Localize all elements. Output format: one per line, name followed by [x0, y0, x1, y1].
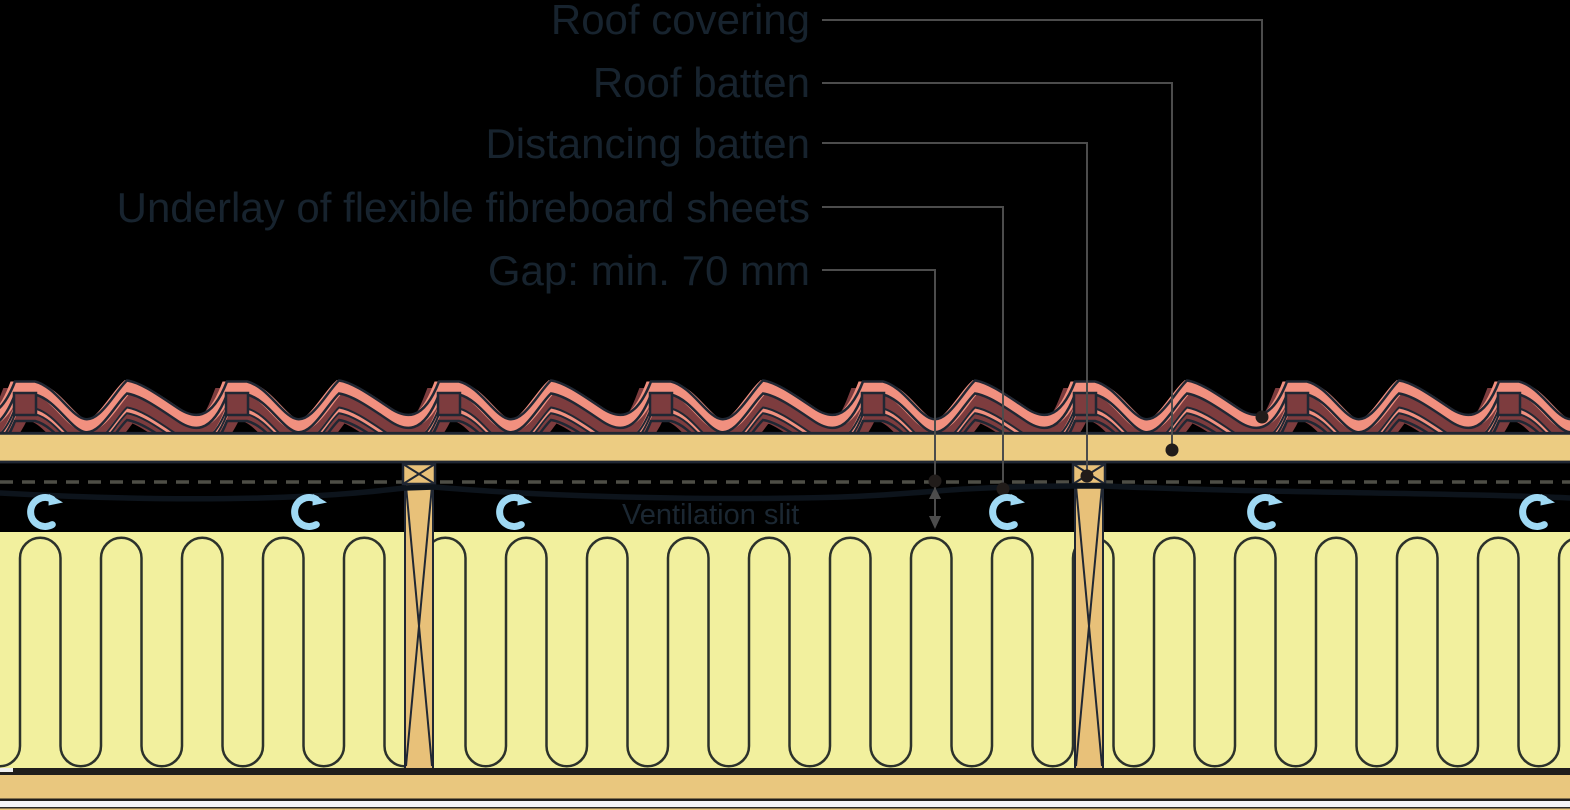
swirl-arc [496, 494, 525, 530]
distancing-battens [401, 462, 1107, 771]
tile-interlock-tab [436, 391, 462, 417]
tile-top-surface [0, 380, 1570, 433]
stud-cross-mark [405, 485, 433, 767]
tile-interlock-tab [1072, 391, 1098, 417]
swirl-arc [1519, 494, 1548, 530]
ventilation-swirl-icon [989, 494, 1025, 530]
tile-interlock-tab [860, 391, 886, 417]
ventilation-swirl-icon [291, 494, 327, 530]
insulation-serpentine [0, 536, 1570, 768]
roof-batten-board [0, 431, 1570, 464]
bottom-board-wood [0, 775, 1570, 799]
ventilation-slit-label: Ventilation slit [622, 499, 800, 531]
swirl-arrowhead [1540, 494, 1555, 506]
swirl-arrowhead [517, 494, 532, 506]
callout-label-roof-covering: Roof covering [550, 0, 810, 43]
lining-hairline [0, 807, 1570, 809]
tile-interlock-tab [648, 391, 674, 417]
ventilation-swirl-icon [27, 494, 63, 530]
underlay-sheet [0, 483, 1570, 502]
leader-distancing-batten-dot [1080, 469, 1094, 483]
tile-interlock-tab [12, 391, 38, 417]
gap-arrow-down [929, 516, 941, 529]
swirl-arrowhead [1010, 494, 1025, 506]
leader-gap-dot [928, 474, 942, 488]
swirl-arc [1247, 494, 1276, 530]
roof-batten-wood [0, 432, 1570, 463]
tile-outline [0, 379, 1570, 421]
batten-cross-mark [402, 463, 436, 485]
leader-roof-covering [822, 19, 1263, 417]
swirl-arc [291, 494, 320, 530]
leader-distancing-batten [822, 142, 1088, 476]
stud-cross-mark [1075, 485, 1103, 767]
lining-board-sliver [0, 808, 1570, 810]
swirl-arrowhead [1268, 494, 1283, 506]
insulation-bottom-line [0, 768, 1570, 775]
ventilation-swirl-icon [1519, 494, 1555, 530]
leader-underlay [822, 206, 1004, 489]
swirl-arrowhead [312, 494, 327, 506]
tile-interlock-tab [1496, 391, 1522, 417]
leader-gap [822, 269, 936, 517]
tile-interlock-tab [224, 391, 250, 417]
callout-label-gap: Gap: min. 70 mm [487, 247, 810, 294]
tile-interlock-tab [1284, 391, 1310, 417]
bottom-boards [0, 768, 1570, 810]
bottom-board-edge [0, 798, 1570, 801]
ventilation-swirls [27, 494, 1555, 530]
leader-underlay-dot [996, 482, 1010, 496]
leader-roof-covering-dot [1255, 410, 1269, 424]
insulation-body [0, 532, 1570, 768]
insulation-layer [0, 532, 1570, 768]
callout-label-distancing-batten: Distancing batten [485, 120, 810, 167]
leader-roof-batten-dot [1165, 443, 1179, 457]
swirl-arrowhead [48, 494, 63, 506]
callout-leader-lines [822, 19, 1269, 529]
swirl-arc [989, 494, 1018, 530]
underlay-sheet-line [0, 483, 1570, 502]
callout-label-roof-batten: Roof batten [592, 59, 810, 106]
callout-label-underlay: Underlay of flexible fibreboard sheets [116, 184, 810, 231]
ventilation-swirl-icon [1247, 494, 1283, 530]
vapour-layer-strip [0, 801, 1570, 807]
roof-covering-tiles [0, 379, 1570, 460]
gap-arrow-up [929, 487, 941, 499]
ventilation-swirl-icon [496, 494, 532, 530]
swirl-arc [27, 494, 56, 530]
leader-roof-batten [822, 82, 1173, 450]
left-edge-mark [0, 768, 13, 772]
